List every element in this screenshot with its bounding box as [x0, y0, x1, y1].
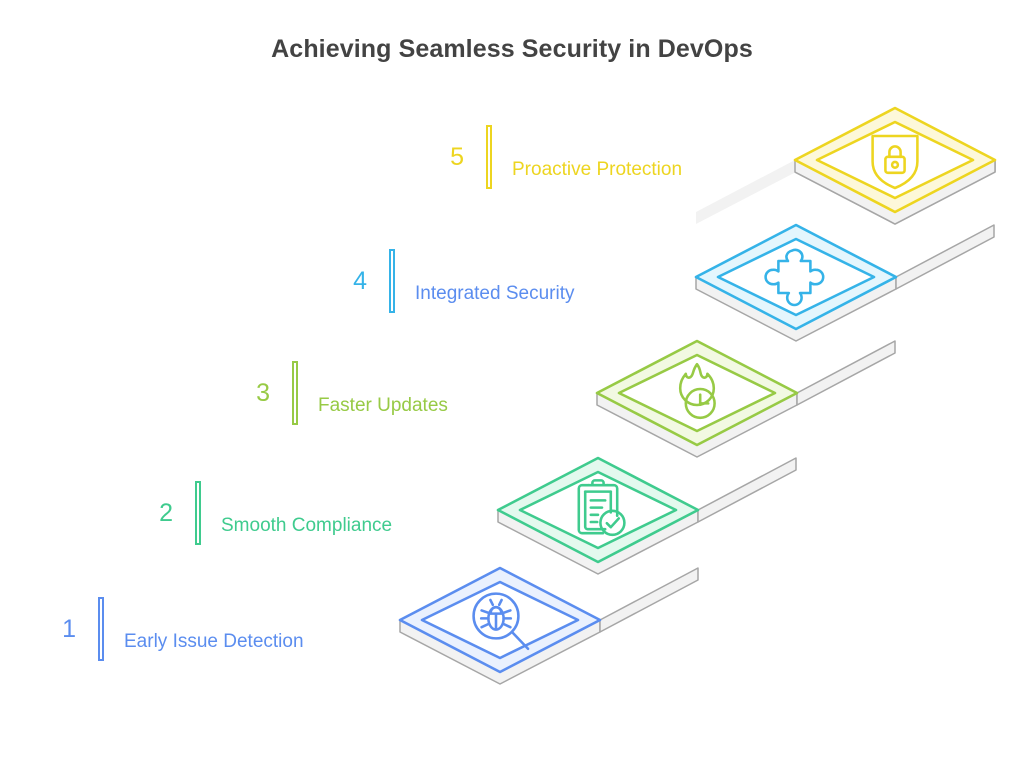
- page-title: Achieving Seamless Security in DevOps: [271, 35, 753, 63]
- stair-step-5[interactable]: [793, 106, 997, 225]
- step-label-2[interactable]: 2 Smooth Compliance: [147, 481, 392, 545]
- step-text-3: Faster Updates: [318, 394, 448, 416]
- step-number-3: 3: [256, 378, 270, 407]
- step-label-5[interactable]: 5 Proactive Protection: [438, 125, 682, 189]
- step-text-1: Early Issue Detection: [124, 630, 304, 652]
- step-label-3[interactable]: 3 Faster Updates: [244, 361, 448, 425]
- step-bar-2: [195, 481, 201, 545]
- step-number-1: 1: [62, 614, 76, 643]
- step-bar-4: [389, 249, 395, 313]
- stair-step-4[interactable]: [694, 223, 995, 342]
- step-label-1[interactable]: 1 Early Issue Detection: [50, 597, 304, 661]
- step-number-2: 2: [159, 498, 173, 527]
- step-bar-5: [486, 125, 492, 189]
- step-bar-1: [98, 597, 104, 661]
- step-text-5: Proactive Protection: [512, 158, 683, 180]
- stair-step-3[interactable]: [595, 339, 896, 458]
- step-text-2: Smooth Compliance: [221, 514, 393, 536]
- step-number-5: 5: [450, 142, 464, 171]
- step-bar-3: [292, 361, 298, 425]
- stair-step-1[interactable]: [398, 566, 699, 685]
- step-number-4: 4: [353, 266, 367, 295]
- step-label-4[interactable]: 4 Integrated Security: [341, 249, 574, 313]
- stair-step-2[interactable]: [496, 456, 797, 575]
- step-text-4: Integrated Security: [415, 282, 575, 304]
